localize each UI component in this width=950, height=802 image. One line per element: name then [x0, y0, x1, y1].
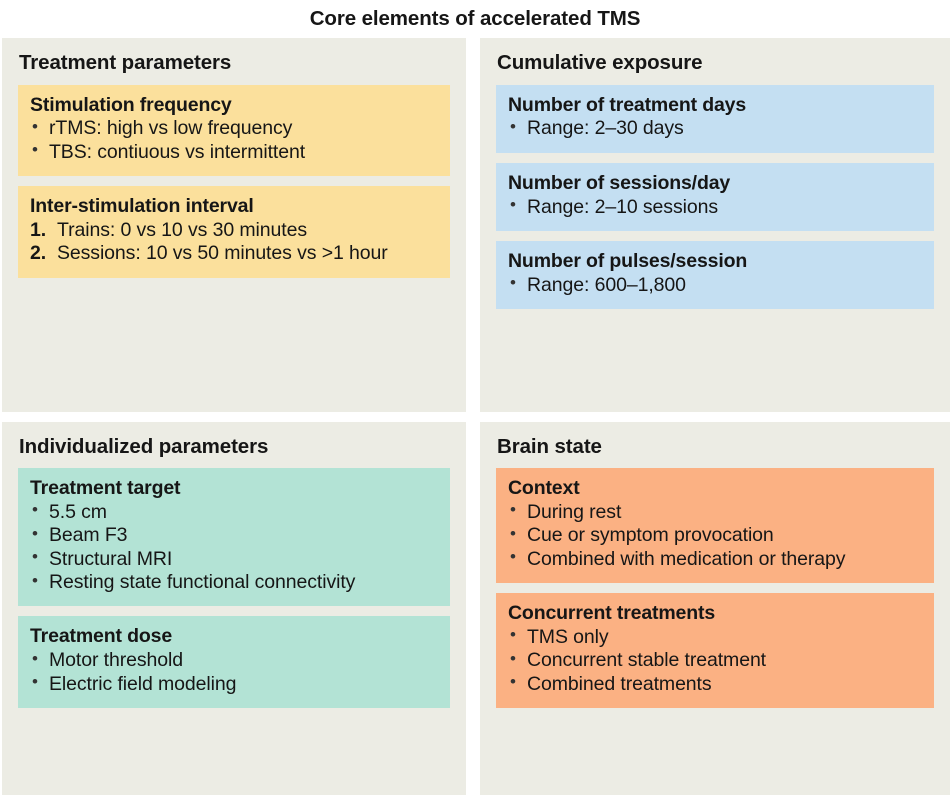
- item-list-treatment-target: 5.5 cm Beam F3 Structural MRI Resting st…: [30, 500, 438, 595]
- list-item: Combined treatments: [508, 672, 922, 696]
- item-list-number-of-sessions-per-day: Range: 2–10 sessions: [508, 195, 922, 219]
- card-number-of-sessions-per-day: Number of sessions/day Range: 2–10 sessi…: [496, 162, 934, 231]
- quadrant-grid: Treatment parameters Stimulation frequen…: [2, 38, 950, 795]
- card-context: Context During rest Cue or symptom provo…: [496, 468, 934, 584]
- card-title-context: Context: [508, 477, 580, 500]
- figure-title: Core elements of accelerated TMS: [309, 7, 641, 30]
- panel-title-cumulative-exposure: Cumulative exposure: [497, 51, 703, 74]
- panel-cumulative-exposure: Cumulative exposure Number of treatment …: [480, 38, 950, 412]
- card-list-cumulative-exposure: Number of treatment days Range: 2–30 day…: [496, 84, 934, 310]
- card-title-treatment-dose: Treatment dose: [30, 625, 173, 648]
- card-treatment-target: Treatment target 5.5 cm Beam F3 Structur…: [18, 468, 450, 607]
- list-item: Motor threshold: [30, 649, 438, 672]
- list-item: Range: 600–1,800: [508, 273, 922, 297]
- list-item: Combined with medication or therapy: [508, 547, 922, 571]
- list-item: Cue or symptom provocation: [508, 524, 922, 547]
- list-item: rTMS: high vs low frequency: [30, 117, 438, 140]
- card-number-of-treatment-days: Number of treatment days Range: 2–30 day…: [496, 84, 934, 153]
- item-list-number-of-treatment-days: Range: 2–30 days: [508, 117, 922, 140]
- card-concurrent-treatments: Concurrent treatments TMS only Concurren…: [496, 593, 934, 709]
- list-item: TMS only: [508, 625, 922, 649]
- list-item: Trains: 0 vs 10 vs 30 minutes: [30, 218, 307, 243]
- list-item: Concurrent stable treatment: [508, 649, 922, 672]
- list-item: 5.5 cm: [30, 500, 438, 524]
- card-list-brain-state: Context During rest Cue or symptom provo…: [496, 468, 934, 709]
- list-item: Beam F3: [30, 524, 438, 547]
- card-title-concurrent-treatments: Concurrent treatments: [508, 602, 716, 625]
- panel-title-treatment-parameters: Treatment parameters: [19, 51, 232, 74]
- card-title-number-of-treatment-days: Number of treatment days: [508, 93, 747, 116]
- panel-title-brain-state: Brain state: [497, 434, 602, 458]
- list-item: TBS: contiuous vs intermittent: [30, 140, 438, 164]
- card-title-number-of-pulses-per-session: Number of pulses/session: [508, 249, 748, 272]
- card-title-inter-stimulation-interval: Inter-stimulation interval: [30, 195, 254, 218]
- list-item: Range: 2–30 days: [508, 117, 922, 140]
- panel-treatment-parameters: Treatment parameters Stimulation frequen…: [2, 38, 466, 412]
- item-list-context: During rest Cue or symptom provocation C…: [508, 500, 922, 571]
- list-item: Sessions: 10 vs 50 minutes vs >1 hour: [30, 242, 388, 266]
- item-list-number-of-pulses-per-session: Range: 600–1,800: [508, 273, 922, 297]
- item-list-treatment-dose: Motor threshold Electric field modeling: [30, 649, 438, 696]
- card-treatment-dose: Treatment dose Motor threshold Electric …: [18, 616, 450, 709]
- panel-individualized-parameters: Individualized parameters Treatment targ…: [2, 421, 466, 795]
- card-number-of-pulses-per-session: Number of pulses/session Range: 600–1,80…: [496, 240, 934, 310]
- item-list-concurrent-treatments: TMS only Concurrent stable treatment Com…: [508, 625, 922, 696]
- card-stimulation-frequency: Stimulation frequency rTMS: high vs low …: [18, 84, 450, 177]
- list-item: Structural MRI: [30, 547, 438, 571]
- item-list-stimulation-frequency: rTMS: high vs low frequency TBS: contiuo…: [30, 117, 438, 164]
- item-list-inter-stimulation-interval: Trains: 0 vs 10 vs 30 minutes Sessions: …: [30, 219, 438, 266]
- panel-brain-state: Brain state Context During rest Cue or s…: [480, 421, 950, 795]
- panel-title-individualized-parameters: Individualized parameters: [19, 434, 269, 458]
- list-item: Electric field modeling: [30, 672, 438, 696]
- card-title-treatment-target: Treatment target: [30, 477, 181, 500]
- card-list-individualized-parameters: Treatment target 5.5 cm Beam F3 Structur…: [18, 468, 450, 709]
- card-inter-stimulation-interval: Inter-stimulation interval Trains: 0 vs …: [18, 186, 450, 278]
- card-title-number-of-sessions-per-day: Number of sessions/day: [508, 171, 731, 194]
- list-item: Range: 2–10 sessions: [508, 195, 922, 219]
- list-item: Resting state functional connectivity: [30, 571, 438, 594]
- card-title-stimulation-frequency: Stimulation frequency: [30, 93, 232, 116]
- list-item: During rest: [508, 500, 922, 524]
- card-list-treatment-parameters: Stimulation frequency rTMS: high vs low …: [18, 84, 450, 278]
